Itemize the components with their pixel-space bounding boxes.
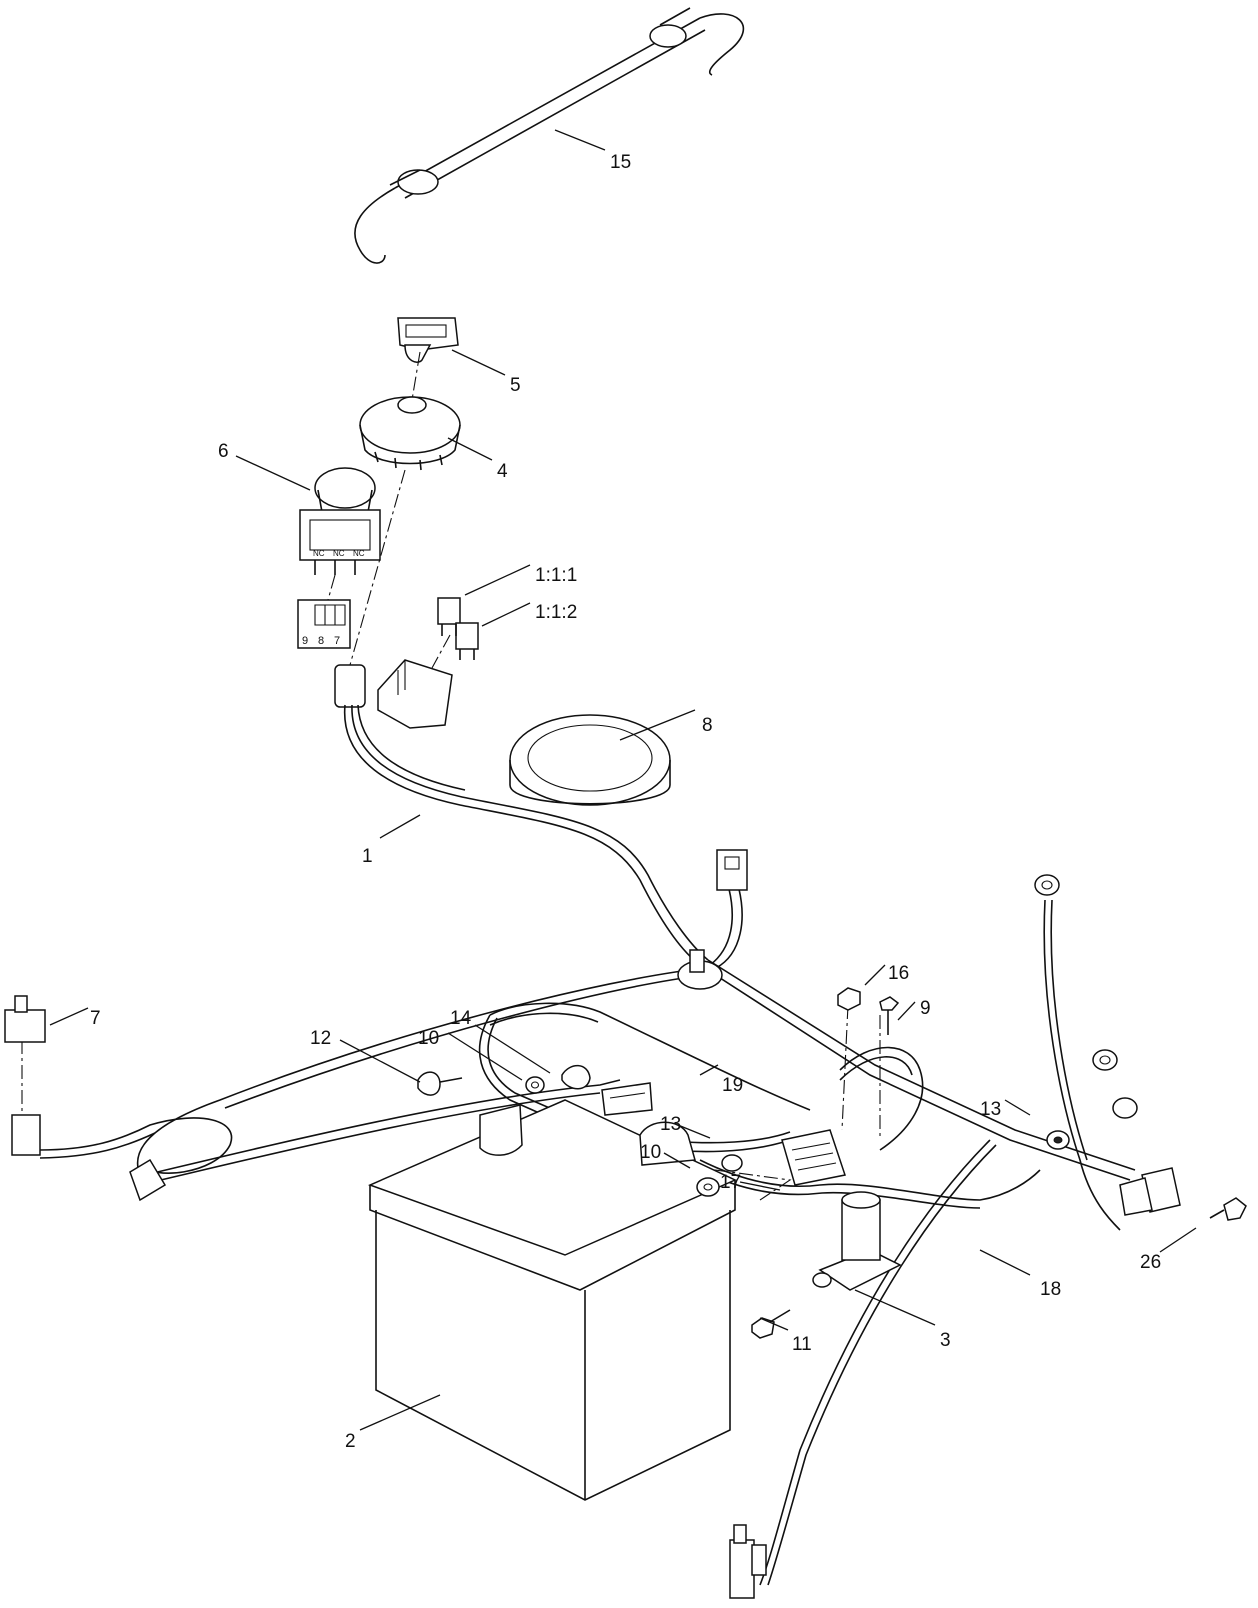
callout-18: 18 [1040, 1279, 1061, 1300]
callout-13-center: 13 [660, 1114, 681, 1135]
callout-8: 8 [702, 715, 713, 736]
callout-16: 16 [888, 963, 909, 984]
bottom-connector [729, 1524, 767, 1599]
part-7-relay [4, 995, 46, 1156]
switch-nc-mark-2: NC [333, 549, 345, 558]
callout-1-1-2: 1:1:2 [535, 602, 577, 623]
callout-17: 17 [720, 1172, 741, 1193]
callout-19: 19 [722, 1075, 743, 1096]
callout-6: 6 [218, 441, 229, 462]
callout-4: 4 [497, 461, 508, 482]
part-4-ignition-switch [359, 396, 461, 471]
harness-connector-mid [601, 1082, 653, 1116]
pin-label-9: 9 [302, 635, 308, 647]
part-1-wiring-harness [39, 704, 1136, 1586]
part-2-battery [367, 1099, 737, 1501]
callout-7: 7 [90, 1008, 101, 1029]
fasteners [417, 987, 1247, 1339]
callout-11: 11 [792, 1334, 812, 1355]
battery-hold-down [479, 1104, 523, 1156]
pin-label-7: 7 [334, 635, 340, 647]
fuses [437, 597, 479, 660]
callout-12: 12 [310, 1028, 331, 1049]
pin-label-8: 8 [318, 635, 324, 647]
callout-15: 15 [610, 152, 631, 173]
seat-switch-connector [129, 1158, 167, 1202]
ignition-connector [334, 664, 366, 708]
harness-connector-upper [716, 849, 748, 891]
pto-harness-connector: 9 8 7 [297, 599, 351, 649]
callout-10-upper: 10 [418, 1028, 439, 1049]
callout-9: 9 [920, 998, 931, 1019]
callout-26: 26 [1140, 1252, 1161, 1273]
callout-13-right: 13 [980, 1099, 1001, 1120]
part-3-solenoid [812, 1191, 902, 1291]
callout-1-1-1: 1:1:1 [535, 565, 577, 586]
harness-clamp [677, 949, 723, 990]
fuse-block [377, 659, 453, 729]
callout-3: 3 [940, 1330, 951, 1351]
switch-nc-mark-1: NC [313, 549, 325, 558]
callout-labels: 15 5 4 6 1:1:1 1:1:2 8 1 16 9 7 14 10 12… [90, 152, 1161, 1452]
part-5-key [397, 317, 459, 363]
leader-lines [49, 129, 1197, 1431]
callout-10-lower: 10 [640, 1142, 661, 1163]
callout-14: 14 [450, 1008, 472, 1029]
callout-5: 5 [510, 375, 521, 396]
switch-nc-mark-3: NC [353, 549, 365, 558]
part-19-connector [781, 1129, 846, 1186]
right-connector [1119, 1167, 1181, 1216]
callout-1: 1 [362, 846, 373, 867]
part-6-pto-switch: NC NC NC [299, 467, 381, 575]
callout-2: 2 [345, 1431, 356, 1452]
assembly-center-lines [21, 351, 881, 1201]
part-15-strap [354, 7, 744, 264]
ring-terminals [1034, 874, 1138, 1119]
part-8-pad [509, 714, 671, 806]
